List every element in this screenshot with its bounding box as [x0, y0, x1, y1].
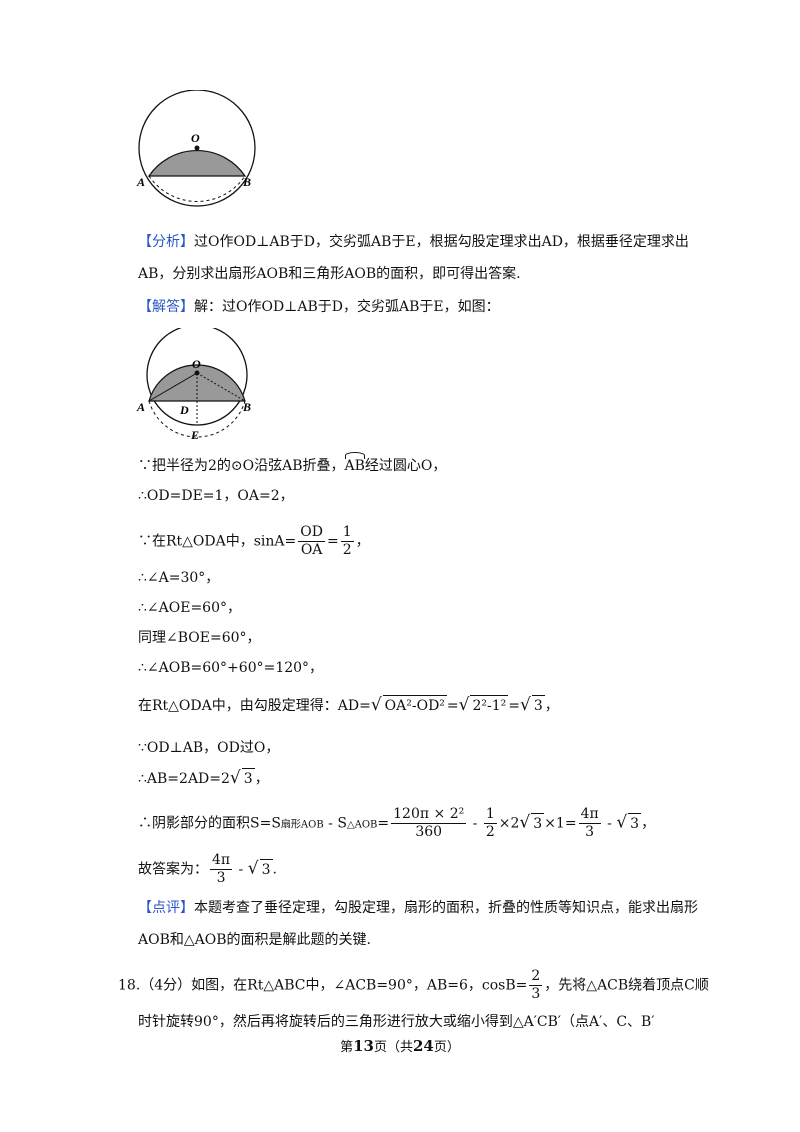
solution-text-1: 解：过O作OD⊥AB于D，交劣弧AB于E，如图： [194, 299, 500, 315]
comment-line-2: AOB和△AOB的面积是解此题的关键. [138, 932, 371, 948]
center-point [194, 370, 200, 376]
center-point [194, 145, 200, 151]
question-18-line-2: 时针旋转90°，然后再将旋转后的三角形进行放大或缩小得到△A′CB′（点A′、C… [138, 1014, 655, 1030]
step-1: ∵把半径为2的⊙O沿弦AB折叠，AB经过圆心O， [138, 452, 447, 474]
radicand-3: 3 [531, 695, 545, 716]
step-6: 同理∠BOE=60°， [138, 630, 261, 646]
figure-folded-circle: O A B [136, 90, 256, 207]
radicand-2: 2²-1² [470, 695, 509, 716]
label-o: O [192, 357, 201, 371]
step-4: ∴∠A=30°， [138, 570, 220, 586]
step-5: ∴∠AOE=60°， [138, 600, 241, 616]
radius-ob [196, 372, 246, 402]
circle [146, 328, 248, 426]
step-2: ∴OD=DE=1，OA=2， [138, 488, 294, 504]
label-o: O [191, 131, 200, 145]
step-10: ∴AB=2AD=2√3， [138, 768, 269, 788]
analysis-line-2: AB，分别求出扇形AOB和三角形AOB的面积，即可得出答案. [138, 266, 521, 282]
solution-tag: 【解答】 [138, 299, 194, 315]
step-7: ∴∠AOB=60°+60°=120°， [138, 660, 324, 676]
dashed-arc [148, 175, 246, 202]
page-footer: 第13页（共24页） [340, 1037, 460, 1055]
radius-oa [148, 372, 198, 402]
analysis-line-1: 【分析】过O作OD⊥AB于D，交劣弧AB于E，根据勾股定理求出AD，根据垂径定理… [138, 232, 689, 252]
radicand-1: OA²-OD² [382, 695, 447, 716]
label-b: B [242, 400, 251, 414]
comment-tag: 【点评】 [138, 900, 194, 916]
label-a: A [136, 400, 145, 414]
step-8: 在Rt△ODA中，由勾股定理得：AD=√OA²-OD²=√2²-1²=√3， [138, 695, 559, 716]
label-e: E [190, 428, 199, 442]
analysis-tag: 【分析】 [138, 234, 194, 250]
analysis-text-1: 过O作OD⊥AB于D，交劣弧AB于E，根据勾股定理求出AD，根据垂径定理求出 [194, 234, 689, 250]
circle [138, 90, 256, 207]
shaded-segment [147, 149, 247, 177]
figure-folded-circle-annotated: O A B D E [136, 328, 251, 442]
label-b: B [242, 175, 251, 189]
arc-ab: AB [344, 452, 366, 474]
step-9: ∵OD⊥AB，OD过O， [138, 740, 280, 756]
label-d: D [179, 403, 189, 417]
comment-line-1: 【点评】本题考查了垂径定理，勾股定理，扇形的面积，折叠的性质等知识点，能求出扇形 [138, 900, 698, 916]
label-a: A [136, 175, 145, 189]
solution-line-1: 【解答】解：过O作OD⊥AB于D，交劣弧AB于E，如图： [138, 297, 500, 317]
